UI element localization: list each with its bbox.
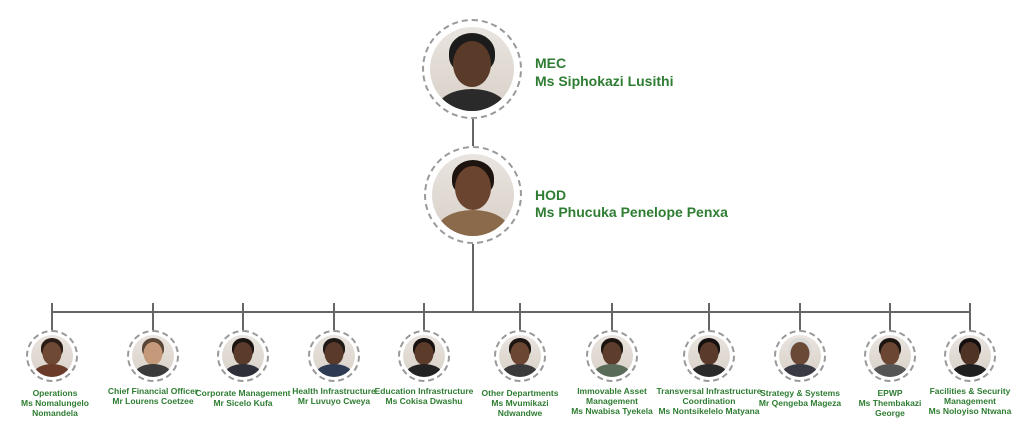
person-photo — [869, 335, 911, 377]
member-name: Ms Thembakazi George — [858, 398, 922, 418]
member-name: Mr Qengeba Mageza — [758, 398, 842, 408]
connector-member-1 — [51, 303, 53, 331]
person-photo — [403, 335, 445, 377]
member-name: Mr Sicelo Kufa — [213, 398, 273, 408]
member-role: Immovable Asset Management — [577, 386, 647, 406]
connector-member-9 — [799, 303, 801, 331]
connector-member-6 — [519, 303, 521, 331]
person-photo — [688, 335, 730, 377]
connector-member-8 — [708, 303, 710, 331]
mec-role: MEC — [535, 55, 567, 71]
member-role: Health Infrastructure — [292, 386, 376, 396]
mec-name: Ms Siphokazi Lusithi — [535, 73, 674, 89]
connector-bus — [52, 311, 970, 313]
member-role: Facilities & Security Management — [929, 386, 1011, 406]
hod-photo — [432, 154, 514, 236]
member-role: Corporate Management — [195, 388, 291, 398]
connector-member-2 — [152, 303, 154, 331]
person-photo — [499, 335, 541, 377]
member-name: Mr Luvuyo Cweya — [297, 396, 371, 406]
person-photo — [949, 335, 991, 377]
connector-member-5 — [423, 303, 425, 331]
member-role: Strategy & Systems — [760, 388, 840, 398]
person-photo — [313, 335, 355, 377]
connector-member-11 — [969, 303, 971, 331]
member-name: Ms Noloyiso Ntwana — [928, 406, 1012, 416]
connector-hod-trunk — [472, 244, 474, 312]
connector-member-10 — [889, 303, 891, 331]
member-role: EPWP — [877, 388, 903, 398]
member-role: Other Departments — [481, 388, 559, 398]
connector-mec-hod — [472, 119, 474, 147]
member-role: Education Infrastructure — [374, 386, 474, 396]
member-name: Ms Nontsikelelo Matyana — [658, 406, 760, 416]
member-role: Chief Financial Officer — [107, 386, 199, 396]
member-name: Ms Nwabisa Tyekela — [571, 406, 653, 416]
member-role: Transversal Infrastructure Coordination — [656, 386, 762, 406]
member-name: Ms Cokisa Dwashu — [385, 396, 463, 406]
person-photo — [31, 335, 73, 377]
member-name: Ms Mvumikazi Ndwandwe — [491, 398, 549, 418]
person-photo — [132, 335, 174, 377]
member-role: Operations — [32, 388, 78, 398]
connector-member-4 — [333, 303, 335, 331]
connector-member-7 — [611, 303, 613, 331]
member-name: Ms Nomalungelo Nomandela — [20, 398, 89, 418]
person-photo — [779, 335, 821, 377]
hod-role: HOD — [535, 187, 567, 203]
hod-name: Ms Phucuka Penelope Penxa — [535, 204, 728, 220]
person-photo — [591, 335, 633, 377]
person-photo — [222, 335, 264, 377]
connector-member-3 — [242, 303, 244, 331]
mec-photo — [430, 27, 514, 111]
member-name: Mr Lourens Coetzee — [112, 396, 194, 406]
